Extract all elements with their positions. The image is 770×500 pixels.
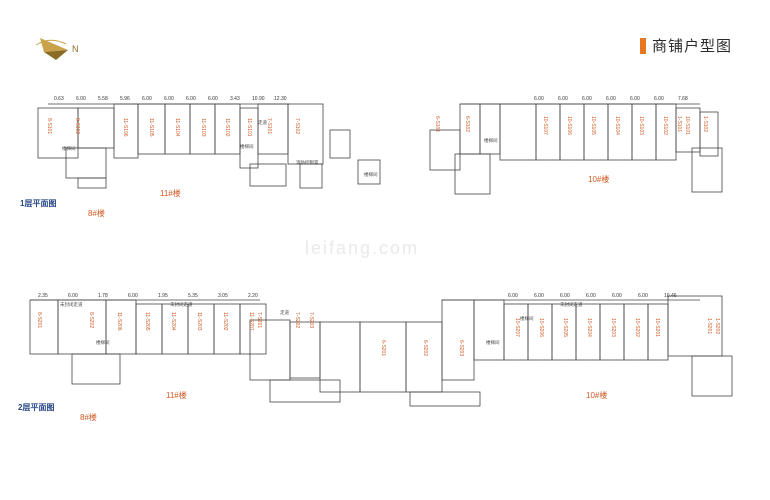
floor2-unit-label: 7-S201 (256, 312, 262, 329)
floor1-left-dimension: 6.00 (76, 96, 86, 102)
page-title-text: 商铺户型图 (652, 38, 733, 55)
floor2-right-dimension: 6.00 (612, 293, 622, 299)
floor1-left-dimension: 3.43 (230, 96, 240, 102)
floor1-left-dimension: 6.00 (186, 96, 196, 102)
floor1-left-dimension: 6.00 (208, 96, 218, 102)
floor2-room-label: 未封闭走道 (60, 302, 83, 307)
watermark: leifang.com (305, 238, 420, 258)
floor2-room-label: 楼梯间 (96, 340, 110, 345)
floor2-building-11: 11#楼 (166, 391, 187, 400)
floor2-unit-label: 11-S202 (222, 312, 228, 331)
floor2-room-label: 未封闭走道 (170, 302, 193, 307)
floor2-building-8: 8#楼 (80, 413, 97, 422)
floor2-unit-label: 6-S201 (380, 340, 386, 357)
floor1-building-8: 8#楼 (88, 209, 105, 218)
floor2-right-dimension: 10.46 (664, 293, 677, 299)
floor2-left-dimension: 2.20 (248, 293, 258, 299)
title-accent-bar (640, 37, 646, 54)
floor1-right-dimension: 6.00 (654, 96, 664, 102)
floor2-unit-label: 8-S202 (88, 312, 94, 329)
floor1-left-dimension: 12.30 (274, 96, 287, 102)
floor2-building-10: 10#楼 (586, 391, 608, 400)
floor2-room-label: 未封闭走道 (560, 302, 583, 307)
floor1-left-dimension: 5.96 (120, 96, 130, 102)
floor2-right-dimension: 6.00 (508, 293, 518, 299)
floor2-unit-label: 10-S203 (610, 318, 616, 337)
floor1-right-dimension: 6.00 (630, 96, 640, 102)
floor2-unit-label: 11-S205 (144, 312, 150, 331)
floor2-unit-label: 7-S202 (294, 312, 300, 329)
floor2-unit-label: 6-S203 (458, 340, 464, 357)
floor2-unit-label: 7-S203 (308, 312, 314, 329)
floor2-left-dimension: 2.35 (38, 293, 48, 299)
floor2-right-dimension: 6.00 (638, 293, 648, 299)
floor1-building-10: 10#楼 (588, 175, 610, 184)
floor1-right-dimension: 6.00 (558, 96, 568, 102)
floor2-left-dimension: 3.05 (218, 293, 228, 299)
floor2-unit-label: 11-S204 (170, 312, 176, 331)
floor1-left-dimension: 5.58 (98, 96, 108, 102)
floor2-right-dimension: 6.00 (560, 293, 570, 299)
floor2-label: 2层平面图 (18, 403, 55, 412)
floor2-unit-label: 11-S201 (248, 312, 254, 331)
floor2-left-dimension: 5.35 (188, 293, 198, 299)
floor2-left-dimension: 1.95 (158, 293, 168, 299)
floor2-left-dimension: 6.00 (68, 293, 78, 299)
floor1-label: 1层平面图 (20, 199, 57, 208)
floor1-room-label: 楼梯间 (484, 138, 498, 143)
floor2-unit-label: 10-S204 (586, 318, 592, 337)
floor2-left-dimension: 1.78 (98, 293, 108, 299)
floor1-building-11: 11#楼 (160, 189, 181, 198)
floor1-room-label: 消防控制室 (296, 160, 319, 165)
floor1-right-dimension: 7.68 (678, 96, 688, 102)
floor2-unit-label: 6-S202 (422, 340, 428, 357)
floor2-room-label: 楼梯间 (520, 316, 534, 321)
floor1-right-dimension: 6.00 (582, 96, 592, 102)
floor2-left-dimension: 6.00 (128, 293, 138, 299)
floor1-right-dimension: 6.00 (534, 96, 544, 102)
floor2-unit-label: 10-S202 (634, 318, 640, 337)
floor2-unit-label: 10-S205 (562, 318, 568, 337)
floor1-room-label: 楼梯间 (364, 172, 378, 177)
floor2-unit-label: 10-S206 (538, 318, 544, 337)
floor2-room-label: 楼梯间 (486, 340, 500, 345)
floor2-unit-label: 11-S203 (196, 312, 202, 331)
floor1-left-dimension: 6.00 (142, 96, 152, 102)
compass-arrow-icon (40, 38, 68, 52)
floor1-left-dimension: 0.63 (54, 96, 64, 102)
floor1-room-label: 走道 (258, 120, 267, 125)
floor2-right-dimension: 6.00 (586, 293, 596, 299)
page-title: 商铺户型图 (640, 35, 732, 56)
floor2-unit-label: 10-S201 (654, 318, 660, 337)
floor2-unit-label: 11-S206 (116, 312, 122, 331)
floor2-unit-label: 1-S202 (714, 318, 720, 335)
floor2-right-dimension: 6.00 (534, 293, 544, 299)
floor1-left-dimension: 10.90 (252, 96, 265, 102)
floor2-room-label: 走道 (280, 310, 289, 315)
compass-letter: N (72, 44, 79, 54)
floor2-unit-label: 1-S201 (706, 318, 712, 335)
floor1-left-dimension: 6.00 (164, 96, 174, 102)
floor1-room-label: 楼梯间 (240, 144, 254, 149)
floor1-room-label: 楼梯间 (62, 146, 76, 151)
floor1-right-dimension: 6.00 (606, 96, 616, 102)
floor2-unit-label: 8-S201 (36, 312, 42, 329)
